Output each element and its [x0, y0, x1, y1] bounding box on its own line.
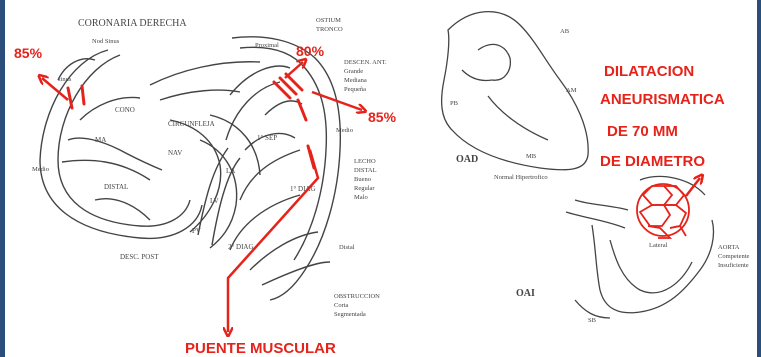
label-ostium: OSTIUM — [316, 17, 341, 24]
label-descen-ant: DESCEN. ANT. — [344, 59, 387, 66]
label-nav: NAV — [168, 149, 182, 157]
stenosis-85-left: 85% — [14, 45, 43, 61]
label-distal-right: Distal — [339, 244, 355, 251]
label-grande: Grande — [344, 68, 363, 75]
dilatacion-line-1: DILATACION — [604, 63, 694, 80]
dilatacion-line-2: ANEURISMATICA — [600, 91, 725, 108]
stenosis-85-right: 85% — [368, 109, 397, 125]
label-sb: SB — [588, 317, 597, 324]
label-sinus: sinus — [58, 76, 72, 83]
label-distal: DISTAL — [104, 183, 128, 191]
label-medio-left: Medio — [32, 166, 49, 173]
label-ab: AB — [560, 28, 570, 35]
dilatacion-line-3: DE 70 MM — [607, 123, 678, 140]
label-lateral: Lateral — [649, 242, 668, 249]
label-pequena: Pequeña — [344, 86, 366, 93]
label-oad: OAD — [456, 154, 478, 165]
puente-muscular-label: PUENTE MUSCULAR — [185, 340, 336, 357]
label-obstruccion: OBSTRUCCION — [334, 293, 380, 300]
title-coronaria-derecha: CORONARIA DERECHA — [78, 18, 187, 29]
label-mediana: Mediana — [344, 77, 367, 84]
label-pv: PV — [192, 227, 201, 235]
label-oai: OAI — [516, 288, 535, 299]
label-corta: Corta — [334, 302, 349, 309]
label-la: LA — [226, 167, 235, 175]
label-aorta: AORTA — [718, 244, 740, 251]
label-circunfleja: CIRCUNFLEJA — [168, 120, 215, 128]
label-am: AM — [566, 87, 577, 94]
stenosis-80-top: 80% — [296, 43, 325, 59]
label-malo: Malo — [354, 194, 368, 201]
label-first-sep: 1° SEP — [257, 134, 277, 142]
label-proximal: Proximal — [255, 42, 279, 49]
label-tronco: TRONCO — [316, 26, 343, 33]
left-coronary-vessels — [198, 37, 340, 300]
aneurysm-mesh — [637, 184, 689, 238]
label-nod-sinus: Nod Sinus — [92, 38, 120, 45]
dilatacion-line-4: DE DIAMETRO — [600, 153, 705, 170]
label-second-diag: 2° DIAG — [228, 243, 254, 251]
label-lecho: LECHO — [354, 158, 376, 165]
label-lv: LV — [210, 197, 219, 205]
label-lecho-distal: DISTAL — [354, 167, 377, 174]
label-desc-post: DESC. POST — [120, 253, 159, 261]
label-pb: PB — [450, 100, 459, 107]
label-medio-right: Medio — [336, 127, 353, 134]
label-cono: CONO — [115, 106, 135, 114]
label-regular: Regular — [354, 185, 375, 192]
label-segmentada: Segmentada — [334, 311, 366, 318]
label-insuficiente: Insuficiente — [718, 262, 749, 269]
label-normal-hipertrofico: Normal Hipertrofico — [494, 174, 548, 181]
label-competente: Competente — [718, 253, 750, 260]
label-mb: MB — [526, 153, 537, 160]
label-bueno: Bueno — [354, 176, 371, 183]
label-ma: MA — [95, 136, 106, 144]
